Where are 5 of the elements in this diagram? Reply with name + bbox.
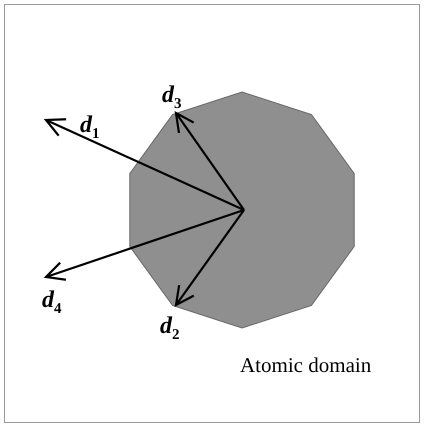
vector-label: d$_{3}$	[162, 82, 182, 113]
vector-label: d$_{1}$	[80, 112, 100, 143]
vector-label: d$_{2}$	[160, 313, 180, 344]
domain-label: Atomic domain	[240, 353, 372, 378]
vector-label: d$_{4}$	[42, 287, 62, 318]
